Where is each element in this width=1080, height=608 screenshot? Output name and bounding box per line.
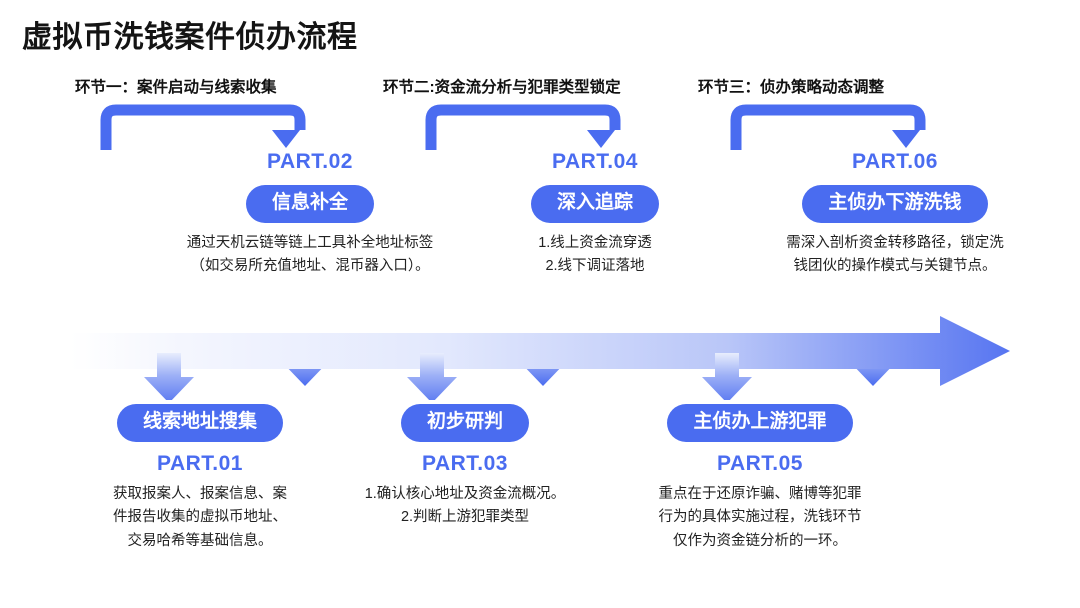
part-label-03: PART.03 xyxy=(422,451,508,475)
timeline-axis xyxy=(0,300,1080,400)
part-label-06: PART.06 xyxy=(852,150,938,173)
bracket-down-arrow-icon-3 xyxy=(730,104,930,152)
desc-part02: 通过天机云链等链上工具补全地址标签 （如交易所充值地址、混币器入口）。 xyxy=(186,234,434,275)
desc-part05: 重点在于还原诈骗、赌博等犯罪 行为的具体实施过程，洗钱环节 仅作为资金链分析的一… xyxy=(658,485,862,549)
step-card-part01: 线索地址搜集 PART.01 获取报案人、报案信息、案 件报告收集的虚拟币地址、… xyxy=(50,404,350,553)
timeline-right-arrow-icon xyxy=(70,316,1010,386)
part-label-05: PART.05 xyxy=(717,451,803,475)
step-card-part04: PART.04 深入追踪 1.线上资金流穿透 2.线下调证落地 xyxy=(455,150,735,279)
bracket-down-arrow-icon-1 xyxy=(100,104,310,152)
step-card-part02: PART.02 信息补全 通过天机云链等链上工具补全地址标签 （如交易所充值地址… xyxy=(155,150,465,279)
step-card-part06: PART.06 主侦办下游洗钱 需深入剖析资金转移路径，锁定洗 钱团伙的操作模式… xyxy=(735,150,1055,279)
phase-header-2: 环节二:资金流分析与犯罪类型锁定 xyxy=(383,79,621,96)
connector-down-arrow-icon-3 xyxy=(702,353,752,400)
pill-part06[interactable]: 主侦办下游洗钱 xyxy=(802,185,988,223)
connector-down-arrow-icon-2 xyxy=(407,353,457,400)
phase-header-1: 环节一：案件启动与线索收集 xyxy=(75,79,277,96)
pill-part03[interactable]: 初步研判 xyxy=(400,404,529,442)
pill-part01[interactable]: 线索地址搜集 xyxy=(116,404,283,442)
part-label-04: PART.04 xyxy=(552,150,638,173)
desc-part01: 获取报案人、报案信息、案 件报告收集的虚拟币地址、 交易哈希等基础信息。 xyxy=(113,485,287,549)
desc-part04: 1.线上资金流穿透 2.线下调证落地 xyxy=(538,234,652,275)
pill-part02[interactable]: 信息补全 xyxy=(245,185,374,223)
desc-part03: 1.确认核心地址及资金流概况。 2.判断上游犯罪类型 xyxy=(364,485,566,526)
phase-header-3: 环节三：侦办策略动态调整 xyxy=(698,79,885,96)
bracket-down-arrow-icon-2 xyxy=(425,104,625,152)
part-label-02: PART.02 xyxy=(267,150,353,173)
step-card-part05: 主侦办上游犯罪 PART.05 重点在于还原诈骗、赌博等犯罪 行为的具体实施过程… xyxy=(610,404,910,553)
step-card-part03: 初步研判 PART.03 1.确认核心地址及资金流概况。 2.判断上游犯罪类型 xyxy=(320,404,610,530)
pill-part05[interactable]: 主侦办上游犯罪 xyxy=(667,404,853,442)
page-title: 虚拟币洗钱案件侦办流程 xyxy=(22,21,358,54)
connector-down-arrow-icon-1 xyxy=(144,353,194,400)
pill-part04[interactable]: 深入追踪 xyxy=(530,185,659,223)
desc-part06: 需深入剖析资金转移路径，锁定洗 钱团伙的操作模式与关键节点。 xyxy=(786,234,1004,275)
part-label-01: PART.01 xyxy=(157,451,243,475)
